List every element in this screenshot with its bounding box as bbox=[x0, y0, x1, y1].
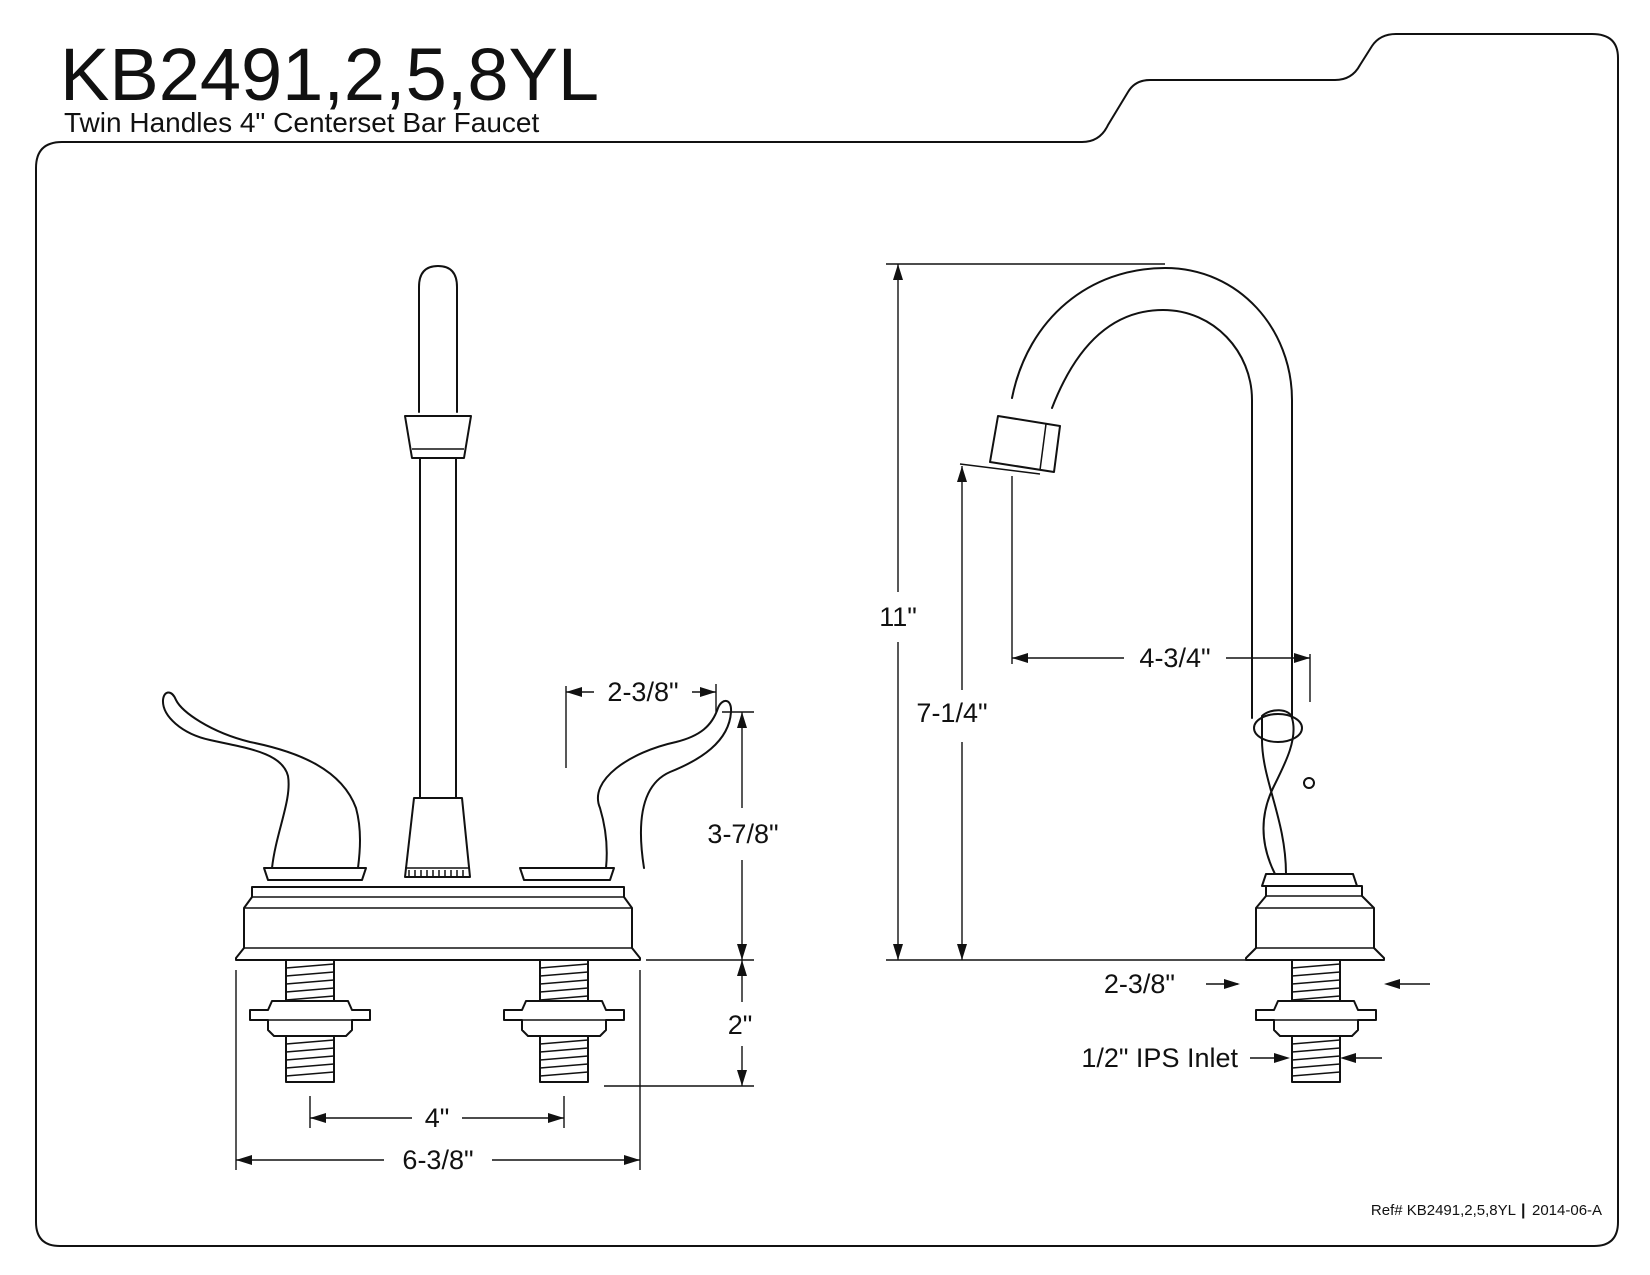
front-right-inlet-thread bbox=[539, 1035, 589, 1083]
dim-handle-width: 2-3/8" bbox=[607, 677, 678, 707]
footer-reference: Ref# KB2491,2,5,8YL | 2014-06-A bbox=[1371, 1202, 1602, 1219]
dim-spout-clearance: 7-1/4" bbox=[916, 698, 987, 728]
side-handle-body bbox=[1261, 709, 1295, 875]
sheet-border bbox=[35, 33, 1619, 1247]
side-gooseneck-spout bbox=[1011, 267, 1293, 719]
dim-inlet-size: 1/2" IPS Inlet bbox=[1081, 1043, 1238, 1073]
dim-overall-height: 11" bbox=[879, 602, 917, 632]
front-left-handle bbox=[161, 691, 361, 869]
front-aerator-collar bbox=[404, 415, 472, 459]
side-inlet-thread bbox=[1291, 1035, 1341, 1083]
front-left-inlet-thread bbox=[285, 1035, 335, 1083]
product-subtitle: Twin Handles 4" Centerset Bar Faucet bbox=[64, 107, 539, 138]
front-right-handle bbox=[597, 700, 733, 869]
front-left-mounting-nut bbox=[249, 1000, 371, 1037]
front-spout-tube bbox=[418, 265, 458, 413]
front-riser bbox=[419, 457, 457, 799]
footer-ref-number: Ref# KB2491,2,5,8YL bbox=[1371, 1202, 1516, 1219]
side-view: 11" 7-1/4" 4-3/4" 2-3/8" 1/2" IPS Inlet bbox=[879, 263, 1430, 1083]
front-right-handle-ring bbox=[519, 867, 615, 881]
dim-center-spacing: 4" bbox=[425, 1103, 450, 1133]
dim-handle-height: 3-7/8" bbox=[707, 819, 778, 849]
side-mounting-nut bbox=[1255, 1000, 1377, 1037]
side-handle-ring bbox=[1261, 873, 1358, 887]
front-deck-plate bbox=[235, 886, 641, 961]
footer-date-code: 2014-06-A bbox=[1532, 1202, 1602, 1219]
front-spout-base bbox=[404, 797, 471, 878]
side-base bbox=[1245, 885, 1385, 961]
side-handle-screw bbox=[1303, 777, 1315, 789]
front-view: 2-3/8" 3-7/8" 2" 4" 6-3/8" bbox=[161, 265, 779, 1175]
dim-base-width: 2-3/8" bbox=[1104, 969, 1175, 999]
side-aerator bbox=[989, 415, 1061, 473]
front-right-mounting-nut bbox=[503, 1000, 625, 1037]
dim-overall-width: 6-3/8" bbox=[402, 1145, 473, 1175]
dim-shank-length: 2" bbox=[728, 1010, 753, 1040]
model-title: KB2491,2,5,8YL bbox=[60, 33, 599, 116]
front-left-handle-ring bbox=[263, 867, 367, 881]
footer-separator: | bbox=[1521, 1202, 1525, 1219]
dim-spout-reach: 4-3/4" bbox=[1139, 643, 1210, 673]
